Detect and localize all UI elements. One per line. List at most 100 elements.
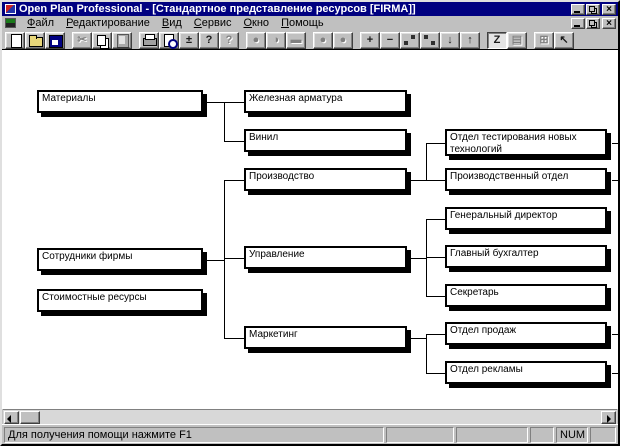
help-button[interactable]: ? — [199, 31, 219, 49]
toolbar: ✂±??●◑▬●●+−↓↑Z▤⊞↖ — [2, 30, 618, 50]
resource-node-testing-dept[interactable]: Отдел тестирования новых технологий — [445, 129, 607, 156]
resource-node-management[interactable]: Управление — [244, 246, 407, 269]
tree-connector-line — [426, 219, 427, 297]
resize-arrow-icon: ↖ — [559, 33, 569, 46]
tree-connector-line — [426, 257, 445, 258]
resource-node-label: Железная арматура — [249, 93, 343, 104]
arrange-windows-button: ⊞ — [534, 31, 554, 49]
resource-node-cost-resources[interactable]: Стоимостные ресурсы — [37, 289, 203, 312]
status-panel-2 — [456, 426, 528, 443]
move-down-button[interactable]: ↓ — [440, 31, 460, 49]
save-button[interactable] — [45, 31, 65, 49]
print-button[interactable] — [139, 31, 159, 49]
resource-node-sales-dept[interactable]: Отдел продаж — [445, 322, 607, 345]
resource-node-label: Секретарь — [450, 287, 499, 298]
close-button[interactable]: × — [602, 3, 616, 15]
resource-node-label: Стоимостные ресурсы — [42, 292, 147, 303]
copy-button[interactable] — [92, 31, 112, 49]
doc-close-button[interactable]: × — [602, 17, 616, 29]
minimize-button[interactable] — [571, 3, 585, 15]
paste-button — [112, 31, 132, 49]
tree-connector-line — [224, 338, 244, 339]
menu-help[interactable]: Помощь — [281, 16, 324, 29]
resource-node-production[interactable]: Производство — [244, 168, 407, 191]
table-view-icon: ± — [185, 33, 193, 46]
save-icon — [47, 33, 63, 48]
subproject-button: ▬ — [286, 31, 306, 49]
copy-icon — [94, 33, 110, 47]
tree-connector-line — [612, 180, 618, 181]
left-arrow-icon — [7, 415, 11, 423]
delete-resource-button[interactable]: − — [380, 31, 400, 49]
resource-node-production-dept[interactable]: Производственный отдел — [445, 168, 607, 191]
tree-connector-line — [426, 373, 445, 374]
tree-connector-line — [426, 219, 445, 220]
resource-node-general-director[interactable]: Генеральный директор — [445, 207, 607, 230]
context-help-button: ? — [219, 31, 239, 49]
app-icon[interactable] — [5, 4, 16, 14]
resource-node-label: Материалы — [42, 93, 96, 104]
scrollbar-thumb[interactable] — [20, 411, 40, 424]
document-system-menu-icon[interactable] — [5, 18, 16, 28]
resource-node-secretary[interactable]: Секретарь — [445, 284, 607, 307]
sort-button[interactable]: Z — [487, 31, 507, 49]
print-icon — [141, 33, 157, 47]
print-preview-button[interactable] — [159, 31, 179, 49]
resource-node-chief-accountant[interactable]: Главный бухгалтер — [445, 245, 607, 268]
move-up-button[interactable]: ↑ — [460, 31, 480, 49]
resource-node-employees[interactable]: Сотрудники фирмы — [37, 248, 203, 271]
resource-node-label: Управление — [249, 249, 305, 260]
tree-connector-line — [426, 334, 427, 374]
menu-file[interactable]: Файл — [27, 16, 55, 29]
resource-node-marketing[interactable]: Маркетинг — [244, 326, 407, 349]
open-button[interactable] — [25, 31, 45, 49]
plus-icon: + — [366, 33, 374, 46]
scroll-right-button[interactable] — [601, 411, 616, 424]
fit-view-button[interactable]: ↖ — [554, 31, 574, 49]
menu-edit[interactable]: Редактирование — [66, 16, 150, 29]
resource-table-button[interactable]: ± — [179, 31, 199, 49]
link-button[interactable] — [400, 31, 420, 49]
tree-connector-line — [224, 102, 225, 142]
cut-icon: ✂ — [77, 33, 87, 46]
title-bar: Open Plan Professional - [Стандартное пр… — [2, 2, 618, 16]
tree-connector-line — [426, 143, 445, 144]
num-lock-indicator: NUM — [556, 426, 588, 443]
new-button[interactable] — [5, 31, 25, 49]
tree-connector-line — [224, 180, 244, 181]
tree-connector-line — [612, 143, 618, 144]
add-resource-button[interactable]: + — [360, 31, 380, 49]
tree-connector-line — [612, 334, 618, 335]
status-panel-4 — [590, 426, 616, 443]
menu-view[interactable]: Вид — [161, 16, 182, 29]
restore-button[interactable] — [586, 3, 600, 15]
milestone-button: ◑ — [266, 31, 286, 49]
resource-node-label: Винил — [249, 132, 279, 143]
z-icon: Z — [493, 33, 501, 46]
doc-minimize-button[interactable] — [571, 17, 585, 29]
doc-restore-button[interactable] — [586, 17, 600, 29]
resource-node-vinyl[interactable]: Винил — [244, 129, 407, 152]
horizontal-scrollbar[interactable] — [3, 409, 617, 424]
tree-connector-line — [203, 102, 225, 103]
resource-node-iron-fittings[interactable]: Железная арматура — [244, 90, 407, 113]
menu-window[interactable]: Окно — [243, 16, 270, 29]
tree-connector-line — [224, 102, 244, 103]
tree-connector-line — [224, 180, 225, 339]
open-folder-icon — [27, 33, 43, 47]
menu-tools[interactable]: Сервис — [193, 16, 232, 29]
resource-node-label: Главный бухгалтер — [450, 248, 539, 259]
new-document-icon — [7, 33, 23, 48]
resource-node-advertising-dept[interactable]: Отдел рекламы — [445, 361, 607, 384]
resource-node-materials[interactable]: Материалы — [37, 90, 203, 113]
circle-slash-icon: ◑ — [272, 33, 280, 46]
minimize-icon — [574, 10, 580, 13]
unlink-button[interactable] — [420, 31, 440, 49]
window-arrange-icon: ⊞ — [539, 33, 549, 46]
rounded-box-icon: ▬ — [290, 33, 302, 46]
scroll-left-button[interactable] — [4, 411, 19, 424]
minus-icon: − — [386, 33, 394, 46]
close-icon: × — [606, 17, 612, 29]
